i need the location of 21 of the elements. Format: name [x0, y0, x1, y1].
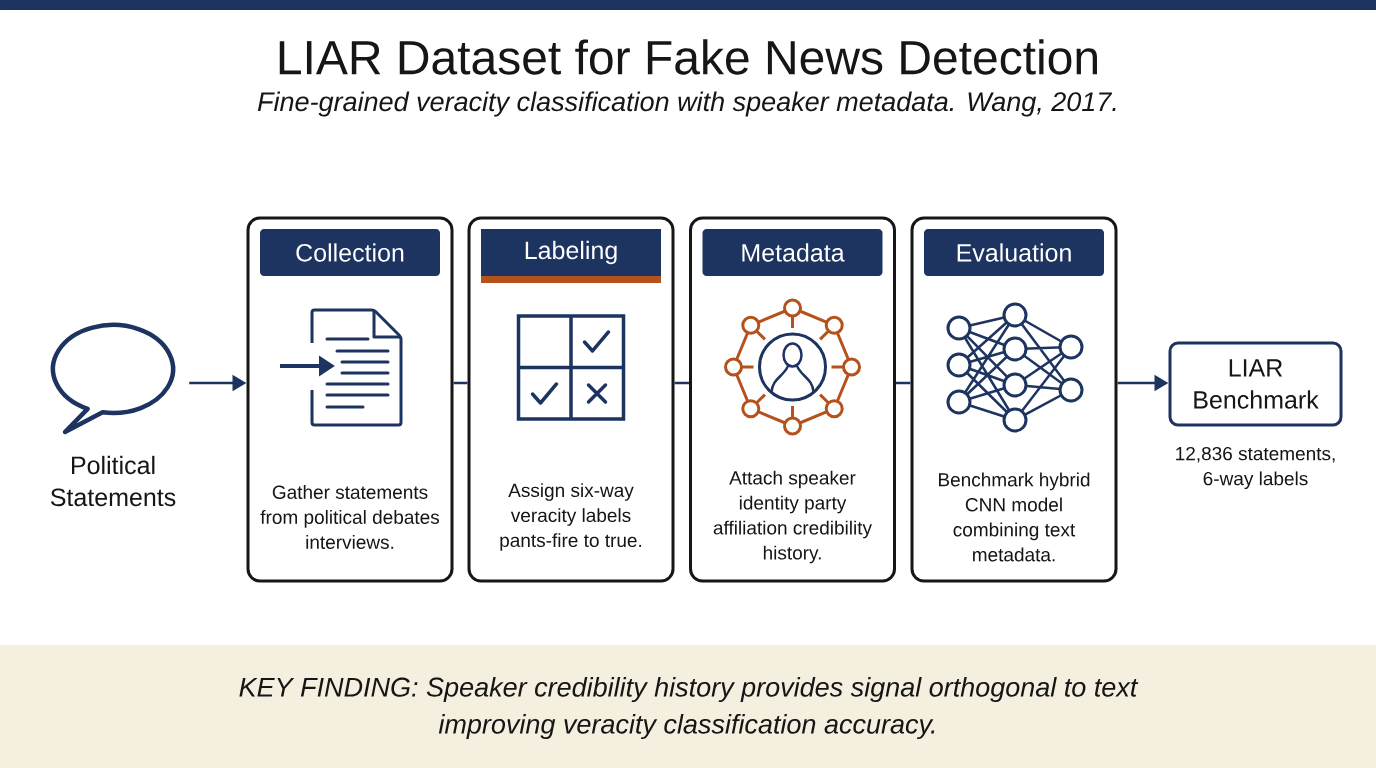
stage-card	[467, 216, 675, 583]
output-box: LIAR Benchmark	[1168, 341, 1343, 427]
note-text: 12,836 statements, 6-way labels	[1176, 446, 1335, 490]
header-band: Evaluation	[924, 229, 1104, 276]
header-band: Labeling	[481, 229, 661, 283]
stage-card	[910, 216, 1118, 583]
key-finding-banner: KEY FINDING: Speaker credibility history provides signal orthogonal to text improving veracity classification accuracy.	[0, 645, 1376, 768]
connector-line	[674, 381, 689, 385]
title: LIAR Dataset for Fake News Detection	[279, 39, 1097, 75]
description-text: Assign six-way veracity labels pants-fire to true.	[500, 483, 642, 551]
header-band: Collection	[260, 229, 440, 276]
source-label: Political Statements	[50, 455, 176, 507]
connector-line	[896, 381, 911, 385]
description-text: Attach speaker identity party affiliation credibility history.	[713, 470, 872, 564]
stage-card	[689, 216, 896, 583]
subtitle: Fine-grained veracity classification with speaker metadata. Wang, 2017.	[257, 91, 1116, 117]
description-text: Benchmark hybrid CNN model combining text metadata.	[939, 472, 1090, 562]
description-text: Gather statements from political debates interviews.	[260, 485, 440, 549]
header-band: Metadata	[702, 229, 883, 276]
stage-card	[246, 216, 454, 583]
connector-line	[453, 381, 468, 385]
